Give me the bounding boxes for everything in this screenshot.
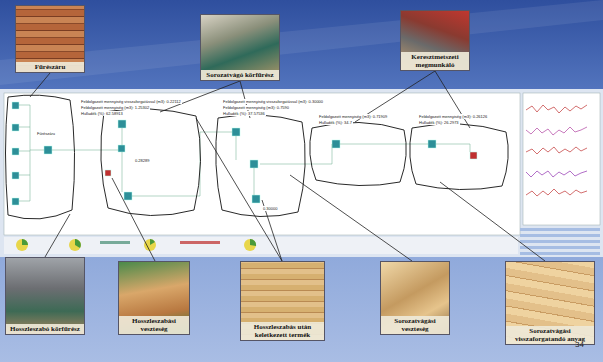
photo-caption: Keresztmetszeti megmunkáló <box>401 52 469 70</box>
screen-value: Feldolgozott mennyiség visszaforgatással… <box>80 99 182 104</box>
screen-value: 0.28289 <box>134 158 150 163</box>
screen-value: Feldolgozott mennyiség (m3): 0.26126 <box>418 114 488 119</box>
screen-value: Feldolgozott mennyiség (m3): 0.7590 <box>222 105 290 110</box>
page-number: 34 <box>575 340 584 349</box>
photo-caption: Sorozatvágó körfűrész <box>201 70 279 80</box>
screen-value: Feldolgozott mennyiség (m3): 0.71909 <box>318 114 388 119</box>
photo-box: Fűrészáru <box>15 5 85 73</box>
photo-caption: Hosszleszabás után keletkezett termék <box>241 322 324 340</box>
photo-box: Hosszleszabó körfűrész <box>5 257 85 335</box>
screen-value: 0.30000 <box>262 206 278 211</box>
photo-box: Sorozatvágó körfűrész <box>200 14 280 81</box>
screen-value: Hulladék (%): 34.7 <box>318 120 353 125</box>
photo-caption: Hosszleszabó körfűrész <box>6 324 84 334</box>
photo-caption: Fűrészáru <box>16 62 84 72</box>
screen-value: Hulladék (%): 62.58913 <box>80 111 124 116</box>
screen-value: Hulladék (%): 26.2973 <box>418 120 460 125</box>
screen-value: Fűrészáru <box>36 131 56 136</box>
photo-box: Sorozatvágási veszteség <box>380 261 450 335</box>
photo-box: Keresztmetszeti megmunkáló <box>400 10 470 71</box>
screen-value: Feldolgozott mennyiség visszaforgatással… <box>222 99 324 104</box>
photo-box: Hosszleszabás után keletkezett termék <box>240 261 325 341</box>
photo-box: Hosszleszabási veszteség <box>118 261 190 335</box>
photo-caption: Sorozatvágási veszteség <box>381 316 449 334</box>
photo-caption: Hosszleszabási veszteség <box>119 316 189 334</box>
photo-box: Sorozatvágási visszaforgatandó anyag <box>505 261 595 345</box>
screen-value: Hulladék (%): 37.57536 <box>222 111 266 116</box>
screen-value: Feldolgozott mennyiség (m3): 1.25302 <box>80 105 150 110</box>
